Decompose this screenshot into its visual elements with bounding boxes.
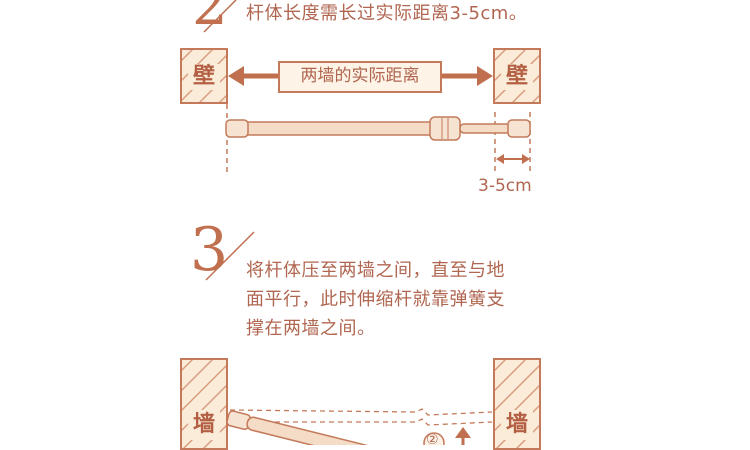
distance-label: 两墙的实际距离 [278, 61, 442, 93]
tension-rod [225, 104, 531, 174]
wall-label: 墙 [501, 410, 533, 440]
left-wall: 墙 [180, 358, 228, 450]
step-3-text-line: 将杆体压至两墙之间，直至与地 [246, 260, 505, 281]
right-wall: 壁 [493, 48, 541, 104]
step-3-slash-decoration [205, 231, 255, 281]
step-3-marker: ② [426, 432, 439, 448]
wall-label: 墙 [188, 410, 220, 440]
step-3-text: 将杆体压至两墙之间，直至与地 面平行，此时伸缩杆就靠弹簧支 撑在两墙之间。 [246, 256, 505, 343]
step-3-text-line: 面平行，此时伸缩杆就靠弹簧支 [246, 289, 505, 310]
wall-label: 壁 [188, 64, 220, 90]
step-3-number: 3 [190, 215, 229, 285]
step-2-slash-decoration [203, 0, 237, 33]
measure-label: 3-5cm [478, 176, 532, 196]
wall-label: 壁 [501, 64, 533, 90]
right-wall: 墙 [493, 358, 541, 450]
step-2-text: 杆体长度需长过实际距离3-5cm。 [246, 3, 528, 24]
step-3-text-line: 撑在两墙之间。 [246, 318, 376, 339]
step-3-rod-illustration [226, 408, 493, 445]
step-2-number: 2 [192, 0, 228, 38]
left-wall: 壁 [180, 48, 228, 104]
